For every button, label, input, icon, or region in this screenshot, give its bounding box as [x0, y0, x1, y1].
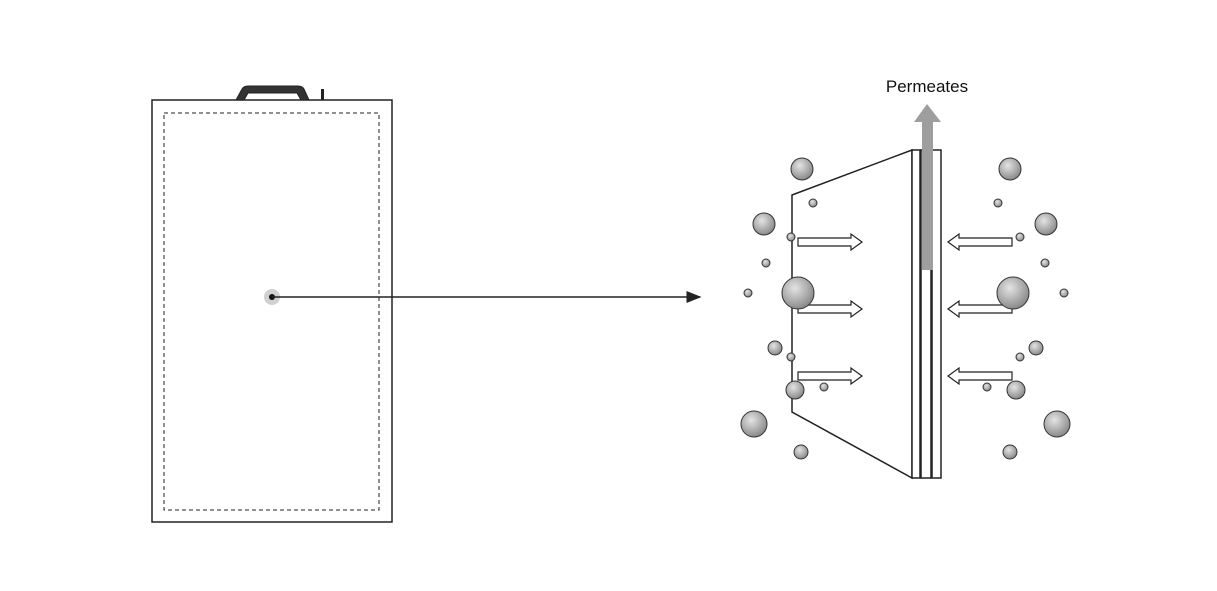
particle	[996, 276, 1030, 310]
particle	[781, 276, 815, 310]
particle	[1028, 340, 1044, 356]
device-body	[151, 99, 393, 523]
valve-icon	[321, 89, 324, 100]
particle	[993, 198, 1003, 208]
particles-right	[982, 157, 1071, 460]
filter-device	[151, 85, 393, 523]
membrane-layer-1	[911, 149, 921, 479]
gray-arrow-up-icon	[914, 104, 941, 270]
particle	[786, 232, 796, 242]
membrane-detail: Permeates	[740, 77, 1071, 480]
particle	[998, 157, 1022, 181]
particle	[1006, 380, 1026, 400]
particle	[743, 288, 753, 298]
particle	[785, 380, 805, 400]
particle	[1015, 352, 1025, 362]
handle-icon	[235, 85, 310, 101]
particle	[982, 382, 992, 392]
device-membrane-area	[163, 112, 380, 511]
particle	[793, 444, 809, 460]
inflow-arrows-right	[946, 232, 1013, 386]
particle	[1059, 288, 1069, 298]
particle	[752, 212, 776, 236]
hollow-arrow-icon	[946, 232, 1013, 252]
particle	[740, 410, 768, 438]
particle	[790, 157, 814, 181]
membrane-layer-3	[931, 149, 942, 479]
particle	[1002, 444, 1018, 460]
particles-left	[740, 157, 829, 460]
hollow-arrow-icon	[797, 232, 864, 252]
permeates-label: Permeates	[886, 77, 968, 96]
particle	[786, 352, 796, 362]
particle	[767, 340, 783, 356]
particle	[808, 198, 818, 208]
hollow-arrow-icon	[946, 366, 1013, 386]
particle	[819, 382, 829, 392]
particle	[1015, 232, 1025, 242]
particle	[1043, 410, 1071, 438]
hollow-arrow-icon	[797, 299, 864, 319]
hollow-arrow-icon	[797, 366, 864, 386]
inflow-arrows-left	[797, 232, 864, 386]
particle	[1034, 212, 1058, 236]
hollow-arrow-icon	[946, 299, 1013, 319]
particle	[1040, 258, 1050, 268]
particle	[761, 258, 771, 268]
